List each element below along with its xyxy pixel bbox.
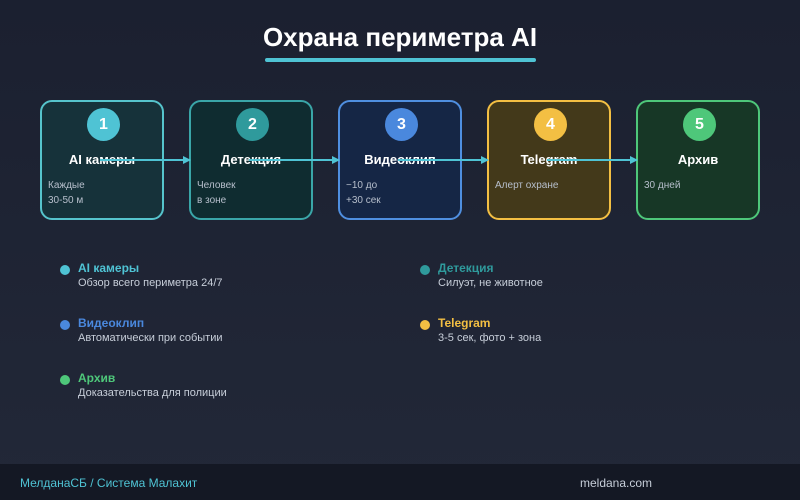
step-description: Алерт охране [495,180,559,191]
step-number-badge: 3 [385,108,418,141]
legend-dot-icon [60,375,70,385]
legend-title: AI камеры [78,261,140,275]
step-description: 30 дней [644,180,681,191]
legend-text: Обзор всего периметра 24/7 [78,277,223,289]
footer-website: meldana.com [580,476,653,490]
step-card-4: 4 Telegram Алерт охране [487,100,611,220]
legend-text: Автоматически при событии [78,332,223,344]
step-number-badge: 4 [534,108,567,141]
step-number-badge: 5 [683,108,716,141]
legend-dot-icon [60,265,70,275]
step-card-2: 2 Детекция Человек в зоне [189,100,313,220]
step-number-badge: 1 [87,108,120,141]
footer-brand: МелданаСБ / Система Малахит [20,476,198,490]
step-label: Видеоклип [364,152,436,167]
step-number-badge: 2 [236,108,269,141]
step-description: Каждые 30-50 м [48,180,85,206]
step-description: Человек в зоне [197,180,236,206]
title-underline [265,58,536,62]
legend-text: Доказательства для полиции [78,387,227,399]
step-label: Детекция [220,152,282,167]
step-label: AI камеры [68,152,136,167]
legend-title: Telegram [438,316,491,330]
legend-dot-icon [420,265,430,275]
step-label: Telegram [520,152,578,167]
step-card-5: 5 Архив 30 дней [636,100,760,220]
step-description: −10 до +30 сек [346,180,381,206]
legend-dot-icon [60,320,70,330]
step-card-1: 1 AI камеры Каждые 30-50 м [40,100,164,220]
step-card-3: 3 Видеоклип −10 до +30 сек [338,100,462,220]
legend-dot-icon [420,320,430,330]
step-label: Архив [677,152,719,167]
legend-title: Детекция [438,261,494,275]
legend-title: Видеоклип [78,316,145,330]
legend-text: Силуэт, не животное [438,277,543,289]
legend-title: Архив [78,371,116,385]
footer: МелданаСБ / Система Малахит meldana.com [0,464,800,500]
legend-text: 3-5 сек, фото + зона [438,332,542,344]
page-title: Охрана периметра AI [262,22,538,52]
